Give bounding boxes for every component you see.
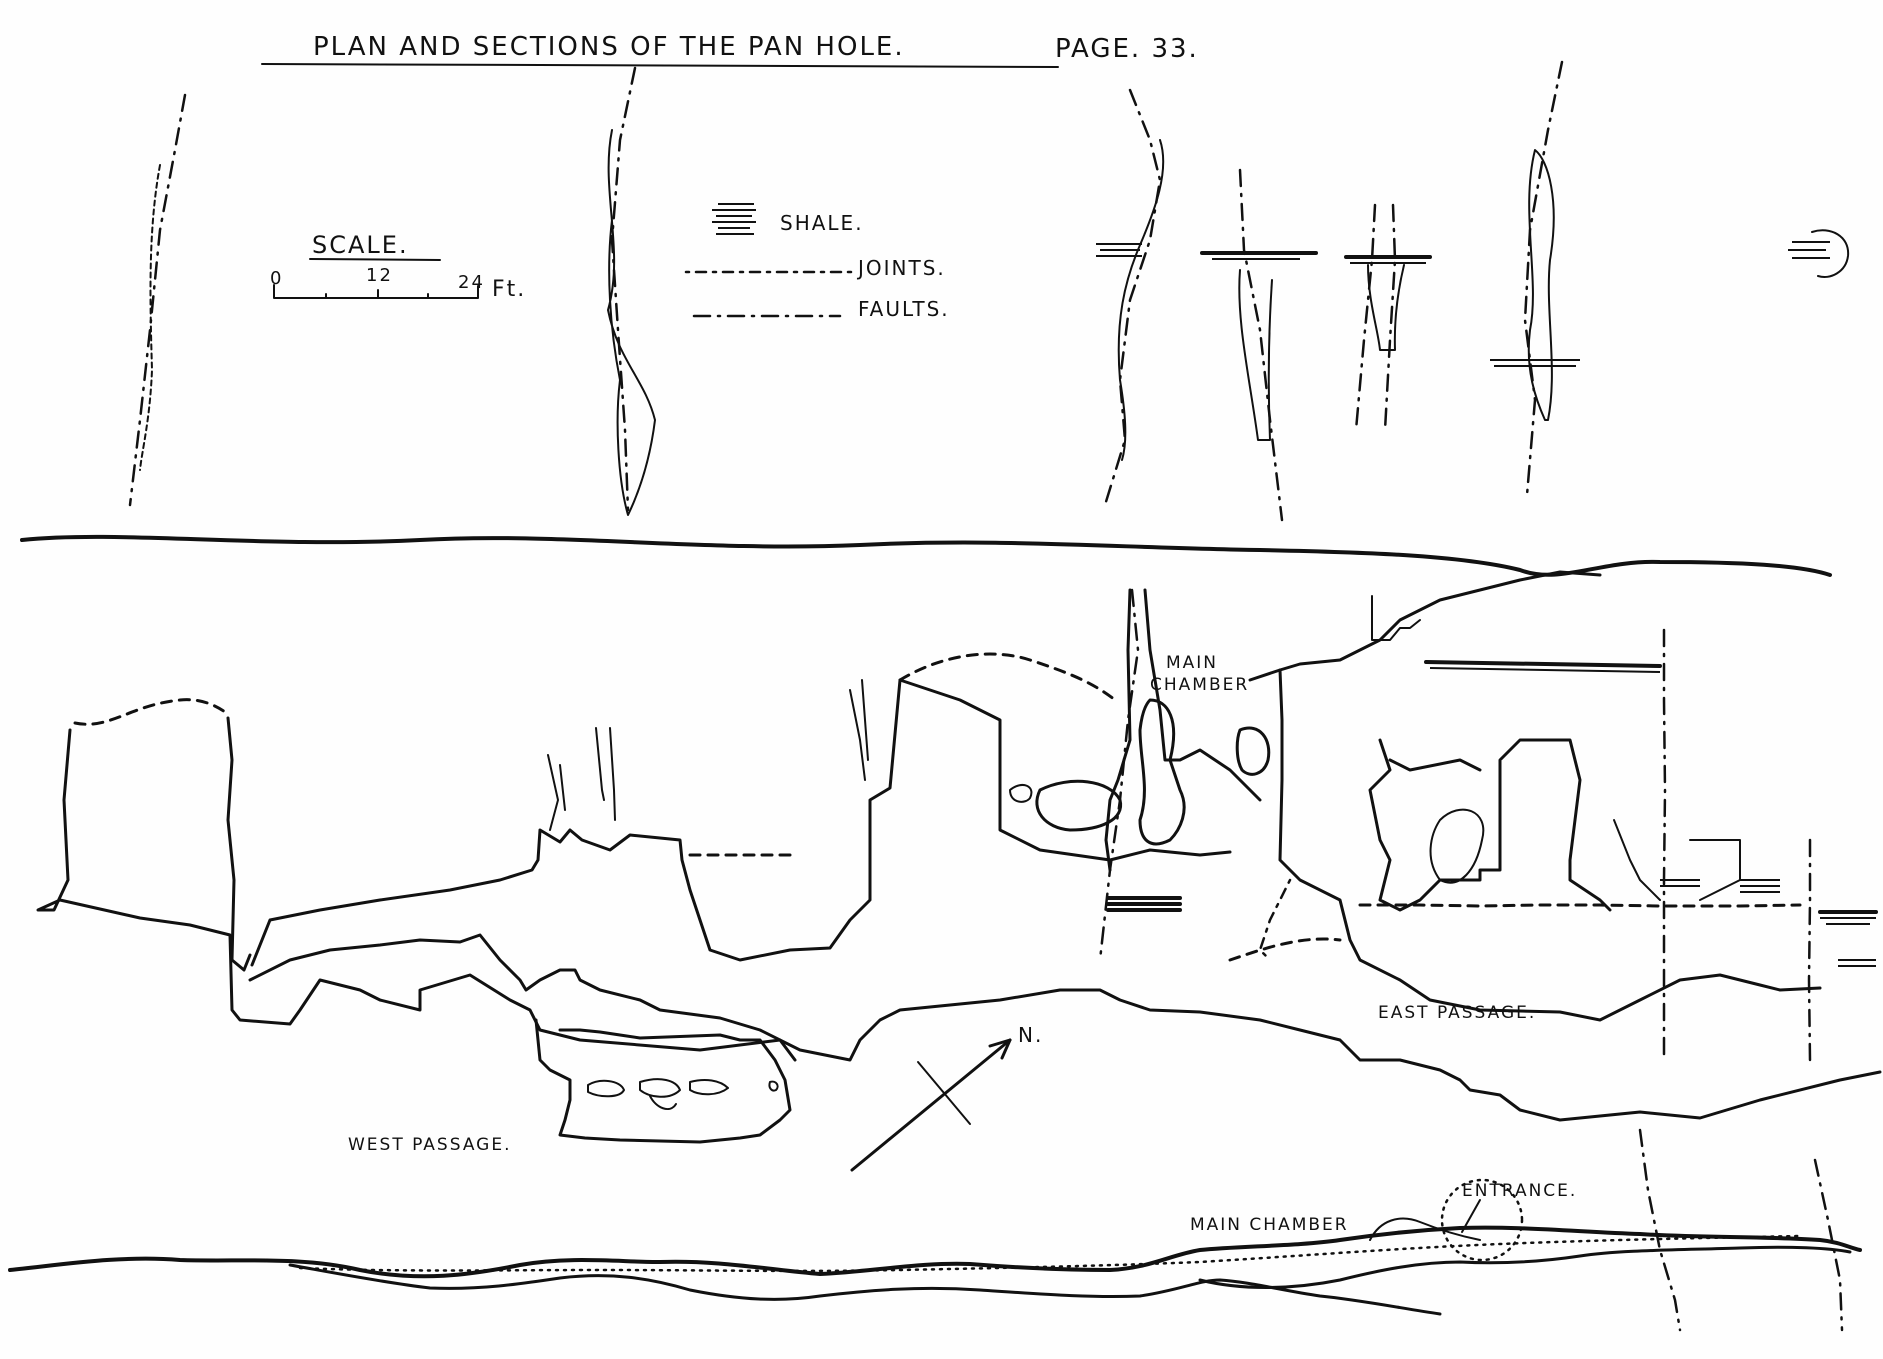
- section-5-fault-a: [1354, 203, 1377, 432]
- label-entrance: ENTRANCE.: [1462, 1181, 1577, 1201]
- section-fault-1: [1638, 1128, 1682, 1332]
- plan-joint-central: [1258, 878, 1292, 962]
- central-passage-branch-1: [547, 727, 616, 831]
- section-4-fault: [1238, 168, 1284, 522]
- west-passage-outline: [534, 1018, 792, 1144]
- west-chamber-roof: [73, 698, 227, 726]
- plan-fault-east-1: [1662, 628, 1667, 1062]
- west-chamber-east-wall: [226, 716, 252, 972]
- section-1-fault: [128, 93, 187, 507]
- title-underline: [261, 63, 1059, 68]
- section-1-outline: [139, 164, 161, 471]
- entrance-arrow: [1461, 1199, 1481, 1233]
- section-3-fault: [1103, 88, 1162, 507]
- scale-tick-12: 12: [366, 265, 393, 286]
- entrance-circle: [1440, 1178, 1524, 1262]
- east-chamber-islands: [1429, 808, 1741, 901]
- label-west-passage: WEST PASSAGE.: [348, 1135, 511, 1155]
- cave-plan: [36, 570, 1882, 1144]
- survey-title: PLAN AND SECTIONS OF THE PAN HOLE.: [313, 32, 905, 62]
- section-2-fault: [610, 66, 637, 512]
- east-chamber-outline: [1368, 738, 1612, 912]
- section-4-shale: [1200, 251, 1318, 260]
- scale-tick-24: 24: [458, 272, 485, 293]
- long-section: MAIN CHAMBER ENTRANCE.: [8, 1128, 1862, 1332]
- scale-tick-0: 0: [270, 268, 283, 289]
- label-main-chamber-line2: CHAMBER: [1150, 675, 1249, 695]
- main-chamber-island-1: [1035, 779, 1123, 832]
- north-arrow: N.: [850, 1023, 1043, 1172]
- section-2-outline: [607, 129, 656, 516]
- legend-shale-label: SHALE.: [780, 211, 864, 235]
- legend: SHALE. JOINTS. FAULTS.: [684, 203, 950, 321]
- cross-sections: [128, 60, 1850, 522]
- west-chamber-outline: [36, 728, 797, 1062]
- label-main-chamber-section: MAIN CHAMBER: [1190, 1215, 1349, 1235]
- central-south-wall: [248, 933, 1882, 1122]
- main-chamber-island-4: [1009, 783, 1033, 803]
- east-chamber-inner: [1388, 758, 1482, 772]
- section-3-outline: [1117, 139, 1165, 461]
- section-7: [1788, 229, 1850, 278]
- section-6-shale: [1490, 359, 1580, 367]
- section-traverse-line: [298, 1234, 1802, 1273]
- shale-hatch-icon: [712, 203, 756, 235]
- east-dashed-diagonal: [1228, 937, 1342, 962]
- section-7-outline: [1811, 229, 1850, 278]
- section-6-fault: [1523, 60, 1564, 497]
- section-fault-2: [1813, 1158, 1844, 1332]
- section-5-shale: [1344, 255, 1432, 264]
- section-5-fault-b: [1383, 203, 1397, 432]
- section-floor-line: [288, 1263, 1442, 1316]
- plan-shale-bands: [1106, 660, 1878, 967]
- central-north-wall: [250, 678, 1232, 967]
- east-dashed-traverse: [1358, 903, 1802, 908]
- legend-faults-label: FAULTS.: [858, 297, 950, 321]
- section-lower-passage: [1198, 1245, 1852, 1289]
- section-5-outline: [1367, 264, 1405, 351]
- central-dashed-roof: [898, 652, 1117, 702]
- surface-line-plan: [20, 534, 1832, 577]
- scale-unit: Ft.: [492, 277, 526, 302]
- scale-label: SCALE.: [312, 231, 409, 259]
- scale-label-underline: [309, 258, 441, 261]
- section-6-outline: [1527, 149, 1555, 421]
- main-chamber-inner-wall: [1278, 668, 1822, 1022]
- page-number: PAGE. 33.: [1055, 34, 1199, 64]
- north-label: N.: [1018, 1023, 1043, 1047]
- scale-ruler: [273, 284, 479, 299]
- central-passage-branch-2: [849, 679, 869, 781]
- section-main-chamber-hump: [1369, 1217, 1481, 1241]
- plan-fault-main: [1098, 588, 1140, 962]
- main-chamber-island-3: [1235, 726, 1271, 776]
- main-chamber-north-branch: [1371, 595, 1421, 641]
- section-3-shale: [1096, 243, 1142, 257]
- west-passage-chokes: [587, 1078, 779, 1111]
- main-chamber-north-wall: [1248, 570, 1602, 682]
- section-4-outline: [1238, 269, 1273, 441]
- section-surface-line: [8, 1225, 1862, 1279]
- main-chamber-east-wall: [1143, 588, 1262, 802]
- plan-fault-east-2: [1807, 838, 1812, 1062]
- scale-bar: SCALE. 0 12 24 Ft.: [270, 231, 526, 302]
- main-chamber-west-wall: [1104, 588, 1132, 872]
- label-east-passage: EAST PASSAGE.: [1378, 1003, 1536, 1023]
- legend-joints-label: JOINTS.: [856, 256, 946, 280]
- main-chamber-island-2: [1138, 698, 1186, 846]
- label-main-chamber-line1: MAIN: [1166, 653, 1218, 673]
